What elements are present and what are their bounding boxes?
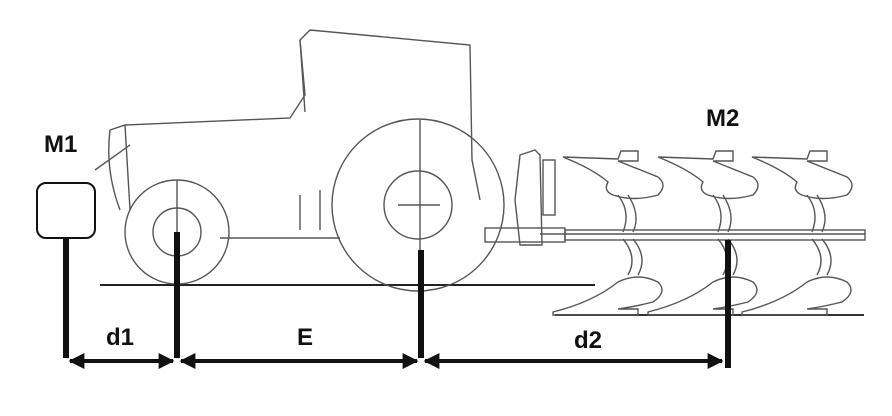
m1-label: M1 [44, 131, 77, 158]
plough [540, 150, 866, 316]
d1-label: d1 [106, 324, 134, 351]
m1-mass-box [36, 182, 96, 239]
tractor-outline [94, 29, 566, 292]
e-label: E [297, 324, 313, 351]
d2-label: d2 [574, 327, 602, 354]
m2-label: M2 [706, 105, 739, 132]
